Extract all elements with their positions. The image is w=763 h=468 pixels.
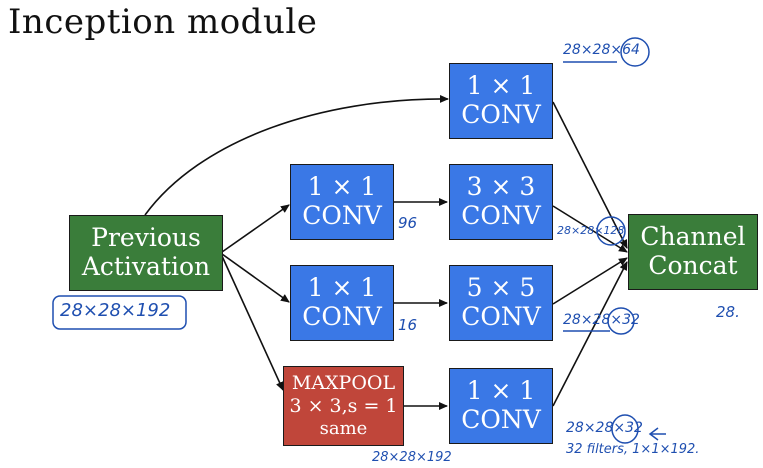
top-out-circle — [620, 37, 650, 67]
n16-note: 16 — [398, 316, 418, 334]
conv-1x1-reduce-3x3-block: 1 × 1 CONV — [290, 164, 394, 240]
block-label: 3 × 3 — [466, 172, 536, 202]
block-label: 1 × 1 — [466, 376, 536, 406]
block-label: CONV — [461, 302, 541, 331]
channel-concat-block: Channel Concat — [628, 214, 758, 290]
mid-out-circle — [596, 216, 626, 246]
block-label: Channel — [640, 222, 746, 252]
five-out-circle — [607, 307, 635, 335]
maxpool-block: MAXPOOL 3 × 3,s = 1 same — [283, 366, 404, 446]
arrow-5x5-to-concat — [552, 257, 628, 305]
conv-5x5-block: 5 × 5 CONV — [449, 265, 553, 341]
conv-3x3-block: 3 × 3 CONV — [449, 164, 553, 240]
top-out-note: 28×28×64 — [563, 42, 640, 58]
block-label: CONV — [302, 201, 382, 230]
arrow-top-to-concat — [552, 101, 628, 249]
block-label: Concat — [648, 251, 738, 280]
block-label: CONV — [461, 201, 541, 230]
input-dims-note: 28×28×192 — [60, 300, 171, 321]
n96-note: 96 — [398, 214, 418, 232]
bottom-out-circle — [611, 414, 639, 444]
concat-note: 28. — [716, 303, 740, 321]
bottom-out-note: 28×28×32 — [566, 420, 643, 436]
block-label: CONV — [302, 302, 382, 331]
pool-out-note: 28×28×192 — [372, 450, 452, 465]
page-title: Inception module — [8, 2, 318, 42]
conv-1x1-reduce-5x5-block: 1 × 1 CONV — [290, 265, 394, 341]
previous-activation-block: Previous Activation — [69, 215, 223, 291]
block-label: same — [319, 418, 368, 439]
block-label: 1 × 1 — [307, 273, 377, 303]
block-label: MAXPOOL — [291, 372, 396, 395]
conv-1x1-top-block: 1 × 1 CONV — [449, 63, 553, 139]
block-label: 5 × 5 — [466, 273, 536, 303]
mid-out-note: 28×28×128 — [557, 224, 625, 237]
block-label: CONV — [461, 100, 541, 129]
five-out-note: 28×28×32 — [563, 312, 640, 328]
block-label: 3 × 3,s = 1 — [289, 395, 398, 418]
arrow-prev-to-conv-c — [221, 253, 290, 303]
arrow-prev-to-maxpool — [221, 255, 284, 391]
filters-note: 32 filters, 1×1×192. — [566, 442, 700, 457]
block-label: Previous — [91, 223, 201, 253]
conv-1x1-bottom-block: 1 × 1 CONV — [449, 368, 553, 444]
block-label: 1 × 1 — [466, 71, 536, 101]
block-label: Activation — [81, 252, 211, 281]
arrow-prev-to-top-conv — [144, 94, 449, 216]
block-label: CONV — [461, 405, 541, 434]
arrow-bottom-to-concat — [552, 261, 628, 407]
block-label: 1 × 1 — [307, 172, 377, 202]
arrow-prev-to-conv-b — [221, 204, 290, 253]
input-dims-box — [52, 295, 187, 330]
bottom-arrow-mark — [648, 427, 666, 441]
